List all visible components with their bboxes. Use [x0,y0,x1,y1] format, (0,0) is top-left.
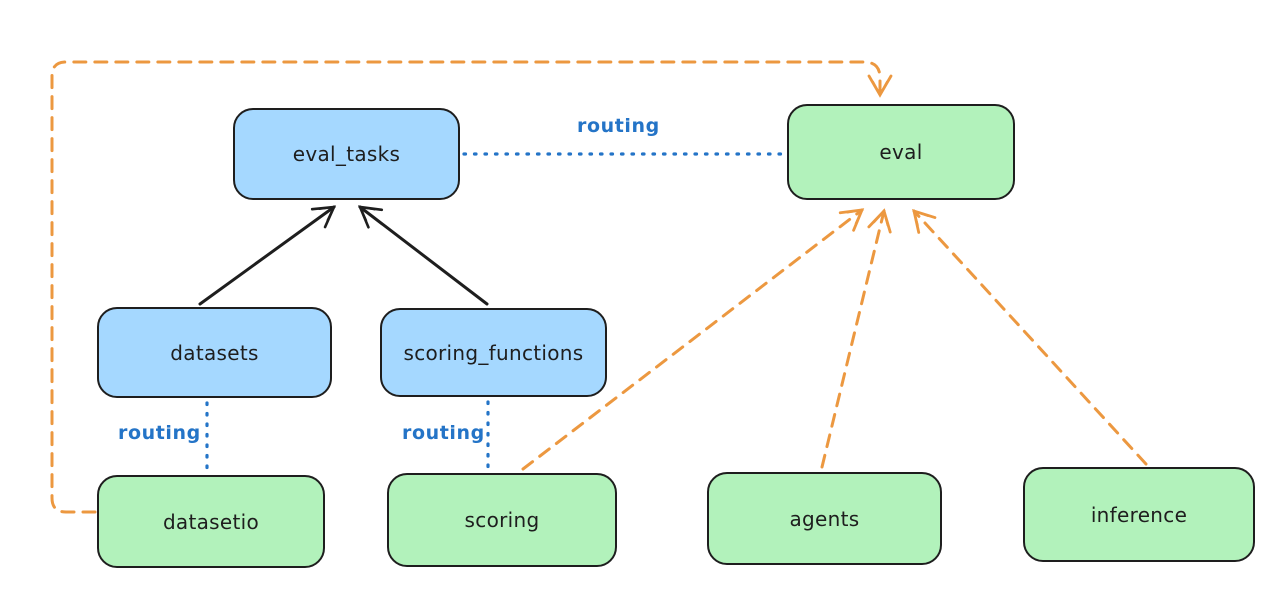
node-eval: eval [787,104,1015,200]
edge-agents-to-eval [820,208,892,469]
edge-datasetio-to-eval [50,60,893,514]
node-agents-label: agents [789,506,860,531]
node-datasets-label: datasets [170,340,259,365]
edge-scoring-to-eval [521,208,865,471]
node-scoring-label: scoring [464,508,540,532]
edge-scoring-functions-to-eval-tasks [357,205,489,306]
node-inference-label: inference [1090,502,1188,527]
edge-label-routing-scoring-functions-scoring: routing [402,422,485,444]
node-datasetio: datasetio [97,475,325,568]
node-datasetio-label: datasetio [162,509,260,534]
node-scoring: scoring [387,473,617,567]
node-scoring-functions: scoring_functions [380,308,607,397]
node-datasets: datasets [97,307,332,398]
node-eval-tasks: eval_tasks [233,108,460,200]
node-inference: inference [1023,467,1255,562]
edge-label-routing-datasets-datasetio: routing [118,422,201,444]
node-agents: agents [707,472,942,565]
edge-label-routing-eval-tasks-eval: routing [577,115,660,137]
edge-datasets-to-eval-tasks [198,205,337,306]
edge-inference-to-eval [912,208,1148,466]
node-eval-tasks-label: eval_tasks [292,142,401,166]
node-eval-label: eval [879,140,923,164]
node-scoring-functions-label: scoring_functions [403,340,584,365]
